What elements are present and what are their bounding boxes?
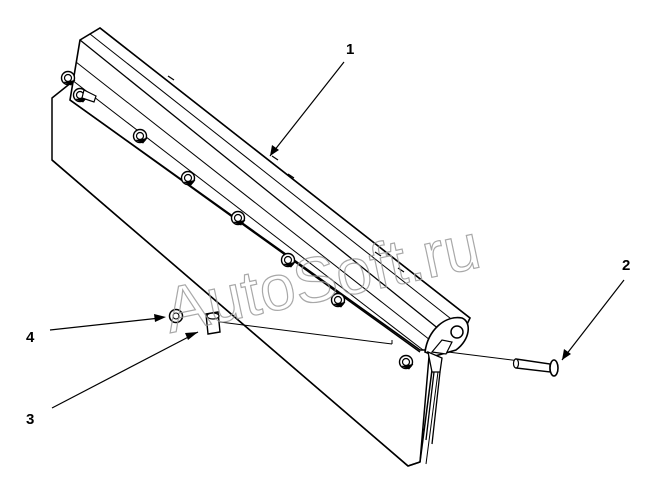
callout-2: 2 [622,257,630,274]
left-end-bracket [81,89,97,103]
rail-profile [69,27,471,445]
callout-4: 4 [26,329,35,346]
leader-lines [49,61,625,409]
nut-part [168,308,184,324]
clip-part [205,311,221,335]
callout-3: 3 [26,411,34,428]
assembly-guide-line [219,321,393,345]
pin-bolt-part [447,351,559,377]
callout-1: 1 [346,41,354,58]
